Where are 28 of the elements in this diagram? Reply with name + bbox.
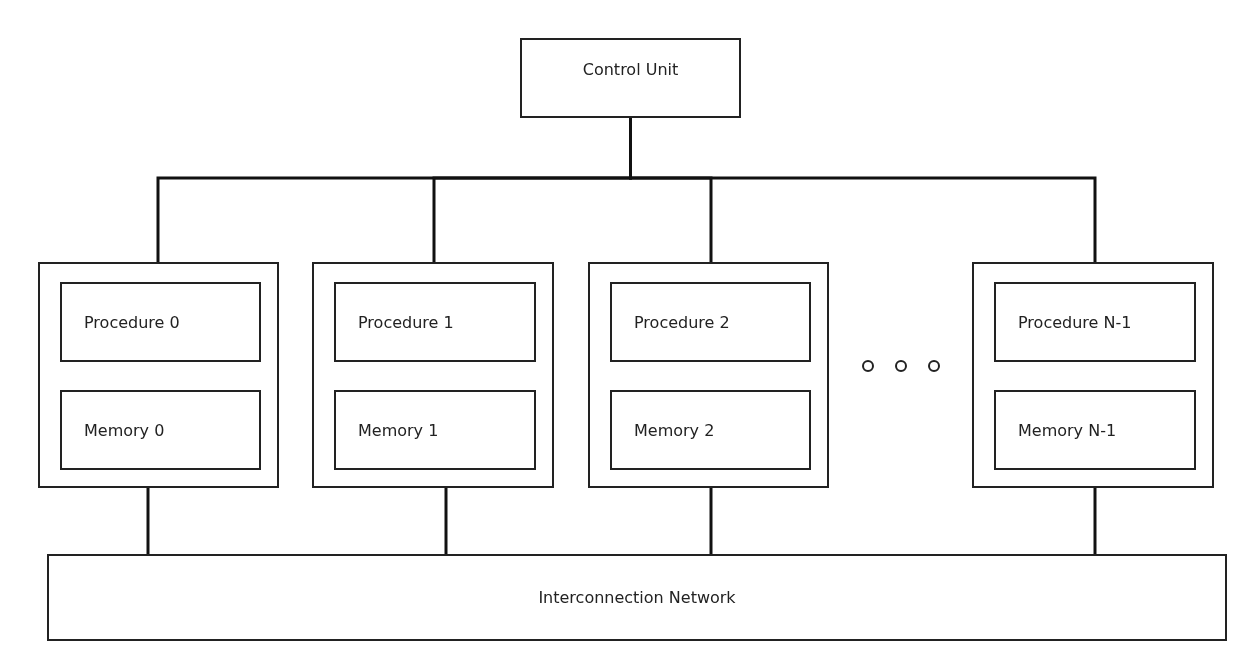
process-box [60,282,261,362]
process-box [334,390,536,470]
box-label: Memory 1 [358,420,439,440]
process-box [334,282,536,362]
process-box [520,38,741,118]
box-label: Control Unit [582,60,679,79]
box-label: Procedure N-1 [1018,312,1132,332]
module-box [312,262,554,488]
box-label: Procedure 2 [634,312,730,332]
box-label: Procedure 0 [84,312,180,332]
process-box [610,390,811,470]
process-box [60,390,261,470]
connector-line [444,488,448,554]
process-box [994,282,1196,362]
module-box [972,262,1214,488]
process-box [610,282,811,362]
box-label: Memory 0 [84,420,165,440]
box-label: Memory 2 [634,420,715,440]
box-label: Interconnection Network [538,588,736,607]
connector-line [709,488,713,554]
box-label: Procedure 1 [358,312,454,332]
connector-line [1093,488,1097,554]
connector-line [146,488,150,554]
module-box [588,262,829,488]
module-box [38,262,279,488]
box-label: Memory N-1 [1018,420,1117,440]
process-box [994,390,1196,470]
process-box [47,554,1227,641]
